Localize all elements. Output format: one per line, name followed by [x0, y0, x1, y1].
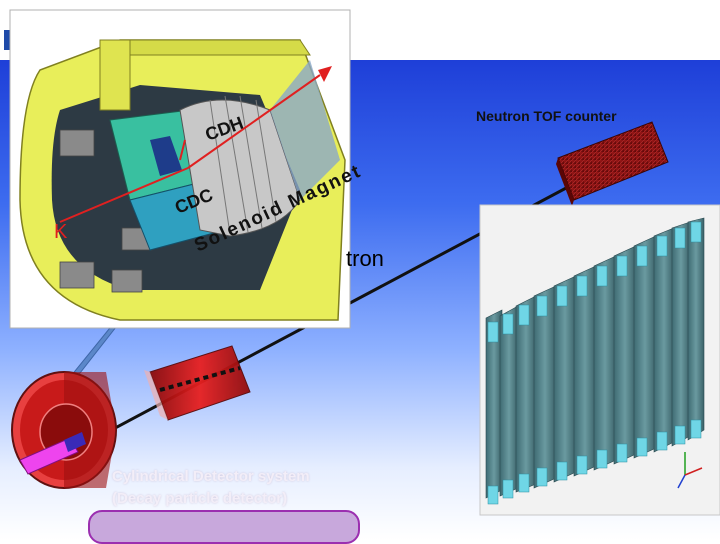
counter-array-panel	[479, 204, 720, 516]
cds-cutaway-view: CDH CDC Solenoid Magnet K	[9, 9, 365, 329]
beam-dotted-line	[159, 366, 241, 392]
cds-caption-line1: Cylindrical Detector system	[112, 468, 310, 485]
decay-track	[187, 74, 321, 169]
small-cds-model	[11, 371, 117, 489]
pmt-bottom-row	[487, 419, 702, 505]
counter-slabs	[485, 217, 705, 499]
cdh-arc	[179, 99, 301, 237]
bottom-caption-box	[88, 510, 360, 544]
neutron-label: tron	[346, 246, 384, 271]
decay-arrowhead	[318, 66, 332, 82]
kaon-beam-line	[59, 167, 189, 223]
kaon-label: K	[54, 221, 68, 243]
axis-triad	[677, 452, 703, 489]
cds-caption: Cylindrical Detector system (Decay parti…	[112, 466, 310, 510]
neutron-tof-label: Neutron TOF counter	[476, 108, 617, 124]
neutron-tof-counter	[556, 121, 669, 206]
small-target-detector	[144, 345, 251, 421]
yoke-slot-blocks	[59, 129, 153, 293]
pmt-top-row	[487, 221, 702, 343]
cds-caption-line2: (Decay particle detector)	[112, 490, 288, 507]
